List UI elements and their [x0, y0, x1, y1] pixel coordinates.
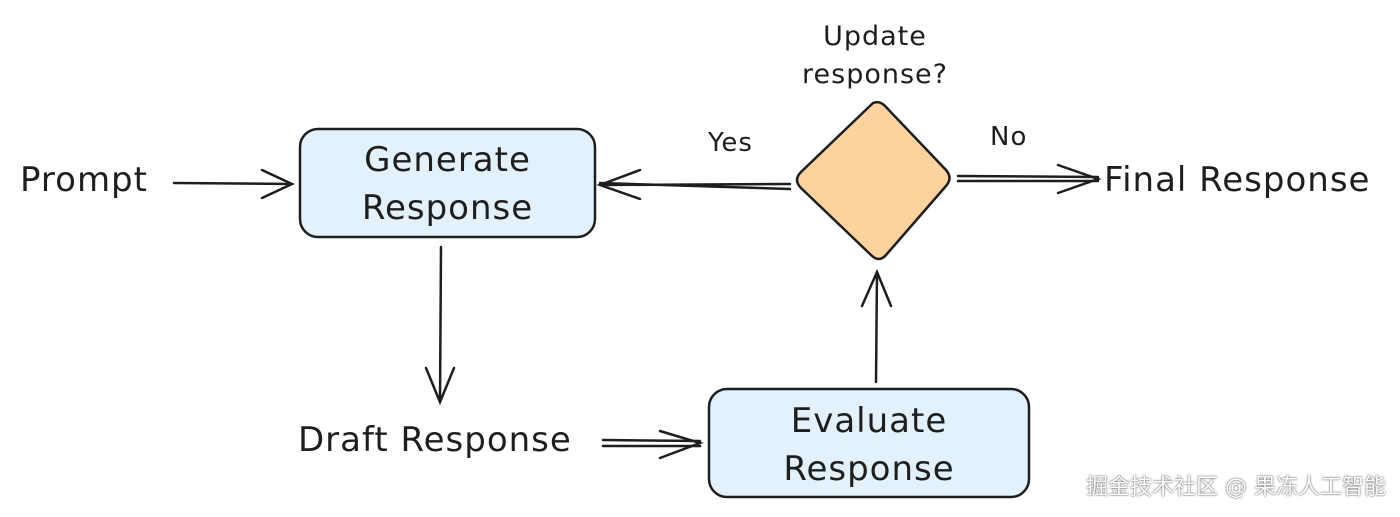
draft-response-label: Draft Response [298, 420, 572, 460]
generate-response-box [298, 127, 597, 239]
update-response-diamond [795, 100, 951, 261]
arrow-decision-to-final-no [956, 163, 1102, 195]
decision-line1: Update [823, 21, 927, 52]
evaluate-response-line1: Evaluate [790, 401, 948, 441]
prompt-label: Prompt [20, 160, 148, 200]
arrow-generate-to-draft [424, 245, 456, 406]
edge-label-yes: Yes [708, 128, 753, 158]
arrow-decision-to-generate-yes [596, 168, 792, 201]
watermark-text: 掘金技术社区 @ 果冻人工智能 [1086, 475, 1386, 500]
final-response-label: Final Response [1104, 160, 1371, 200]
arrow-draft-to-evaluate [601, 429, 704, 460]
generate-response-line2: Response [361, 188, 534, 228]
decision-line2: response? [802, 59, 948, 90]
generate-response-line1: Generate [364, 140, 531, 180]
decision-label: Update response? [770, 18, 980, 94]
generate-response-label: Generate Response [300, 136, 595, 232]
evaluate-response-label: Evaluate Response [709, 397, 1029, 493]
evaluate-response-line2: Response [783, 449, 955, 489]
arrow-prompt-to-generate [172, 168, 295, 200]
evaluate-response-box [707, 387, 1031, 499]
edge-label-no: No [990, 122, 1028, 152]
arrow-evaluate-to-decision [860, 268, 893, 384]
